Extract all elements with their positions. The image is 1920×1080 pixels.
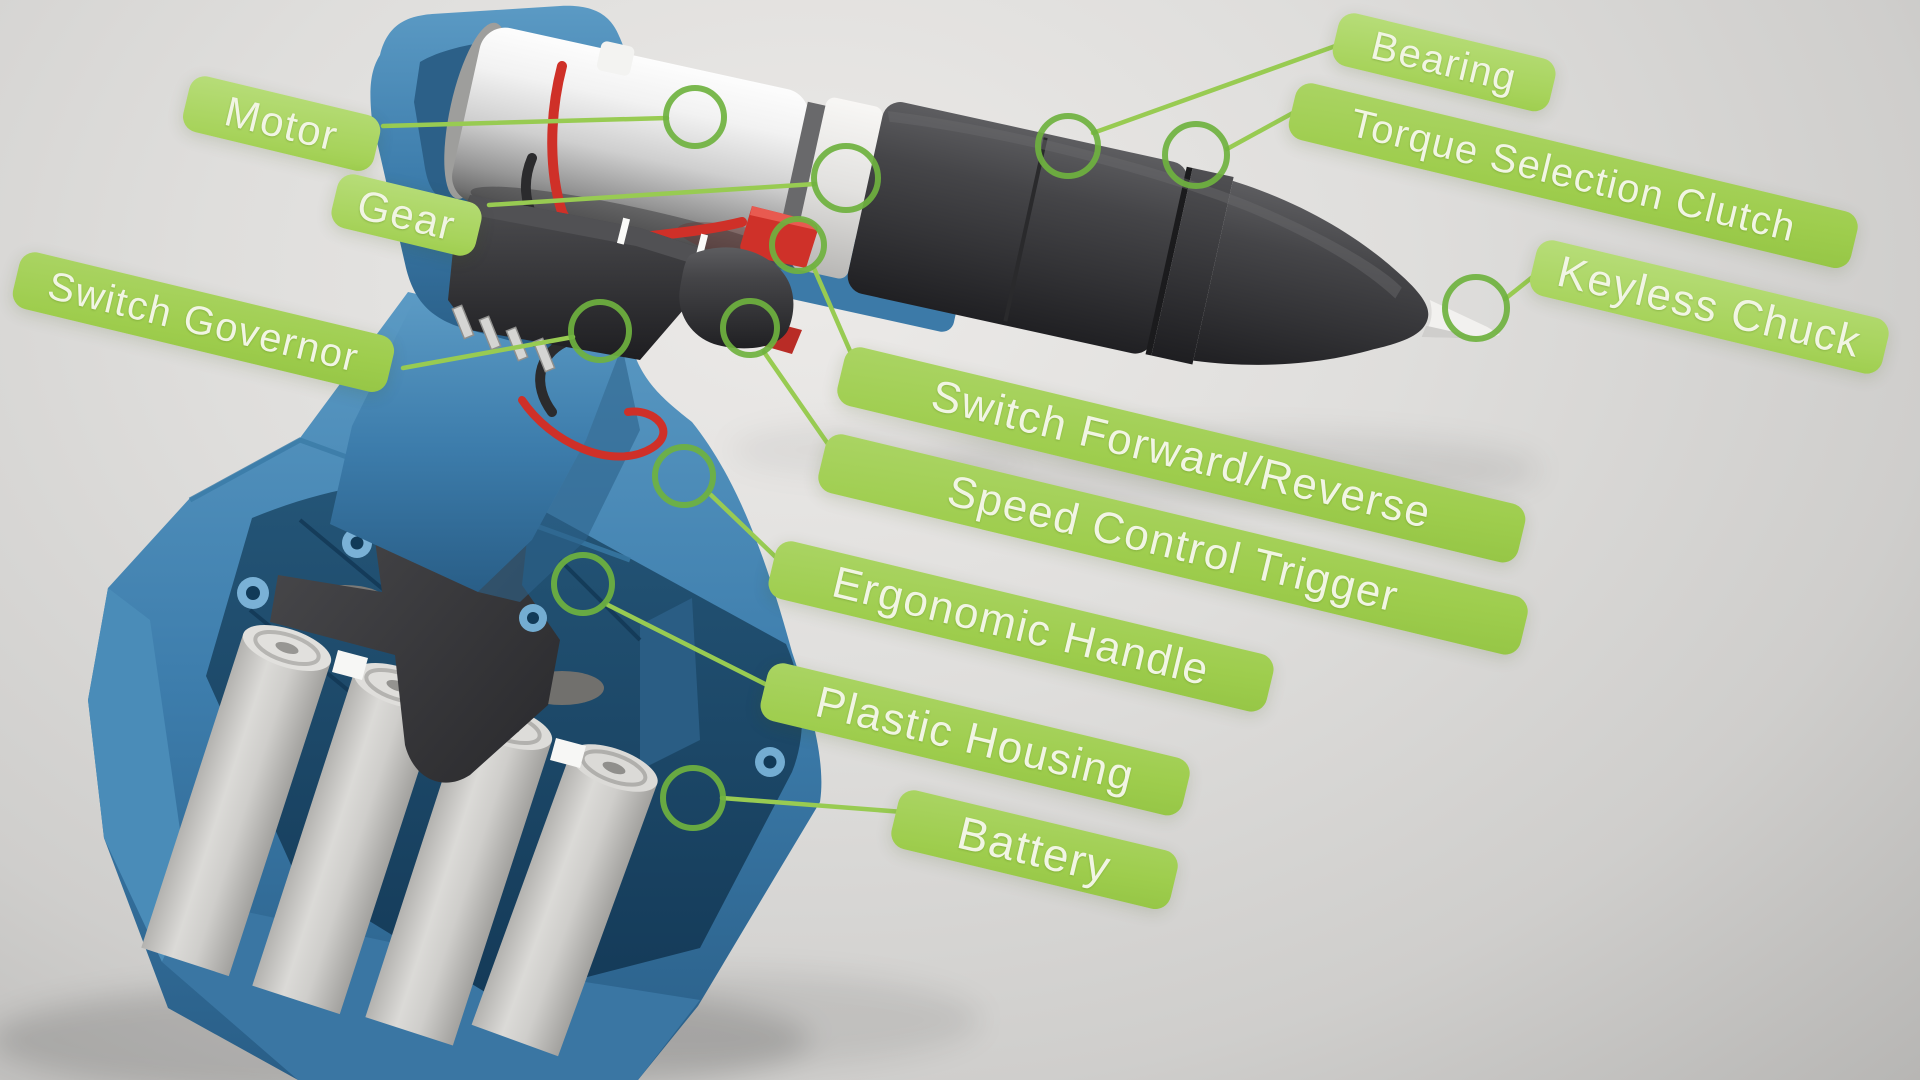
torque-ring-part (1151, 167, 1234, 365)
governor-pins (451, 304, 556, 373)
annotation-overlay (380, 41, 1548, 831)
leader-line-battery (719, 795, 906, 815)
callout-circle-ergonomic-handle (652, 444, 716, 508)
chuck-part (1193, 180, 1429, 365)
leader-line-speed-control-trigger (761, 349, 840, 460)
clutch-body-part (847, 102, 1188, 354)
callout-circle-battery (660, 765, 726, 831)
callout-circle-keyless-chuck (1442, 274, 1510, 342)
leader-line-bearing (1090, 41, 1344, 136)
battery-cells-part (141, 625, 658, 1057)
callout-circle-switch-governor (568, 299, 632, 363)
leader-line-ergonomic-handle (708, 492, 787, 568)
callout-circle-bearing (1035, 113, 1101, 179)
switch-governor-part (448, 195, 709, 373)
screw-bosses-lower (237, 528, 785, 777)
leader-line-motor (380, 115, 670, 129)
callout-circle-torque-selection-clutch (1162, 121, 1230, 189)
callout-circle-switch-forward-reverse (769, 216, 827, 274)
leader-line-switch-governor (400, 334, 576, 371)
callout-circle-speed-control-trigger (720, 298, 780, 358)
callout-circle-gear (811, 143, 881, 213)
handle-part (330, 298, 640, 602)
callout-circle-motor (663, 85, 727, 149)
callout-circle-plastic-housing (551, 552, 615, 616)
leader-line-plastic-housing (605, 602, 776, 691)
drill-nose-assembly (444, 22, 1500, 365)
leader-line-gear (486, 181, 818, 208)
bit-tip-part (1421, 299, 1500, 339)
